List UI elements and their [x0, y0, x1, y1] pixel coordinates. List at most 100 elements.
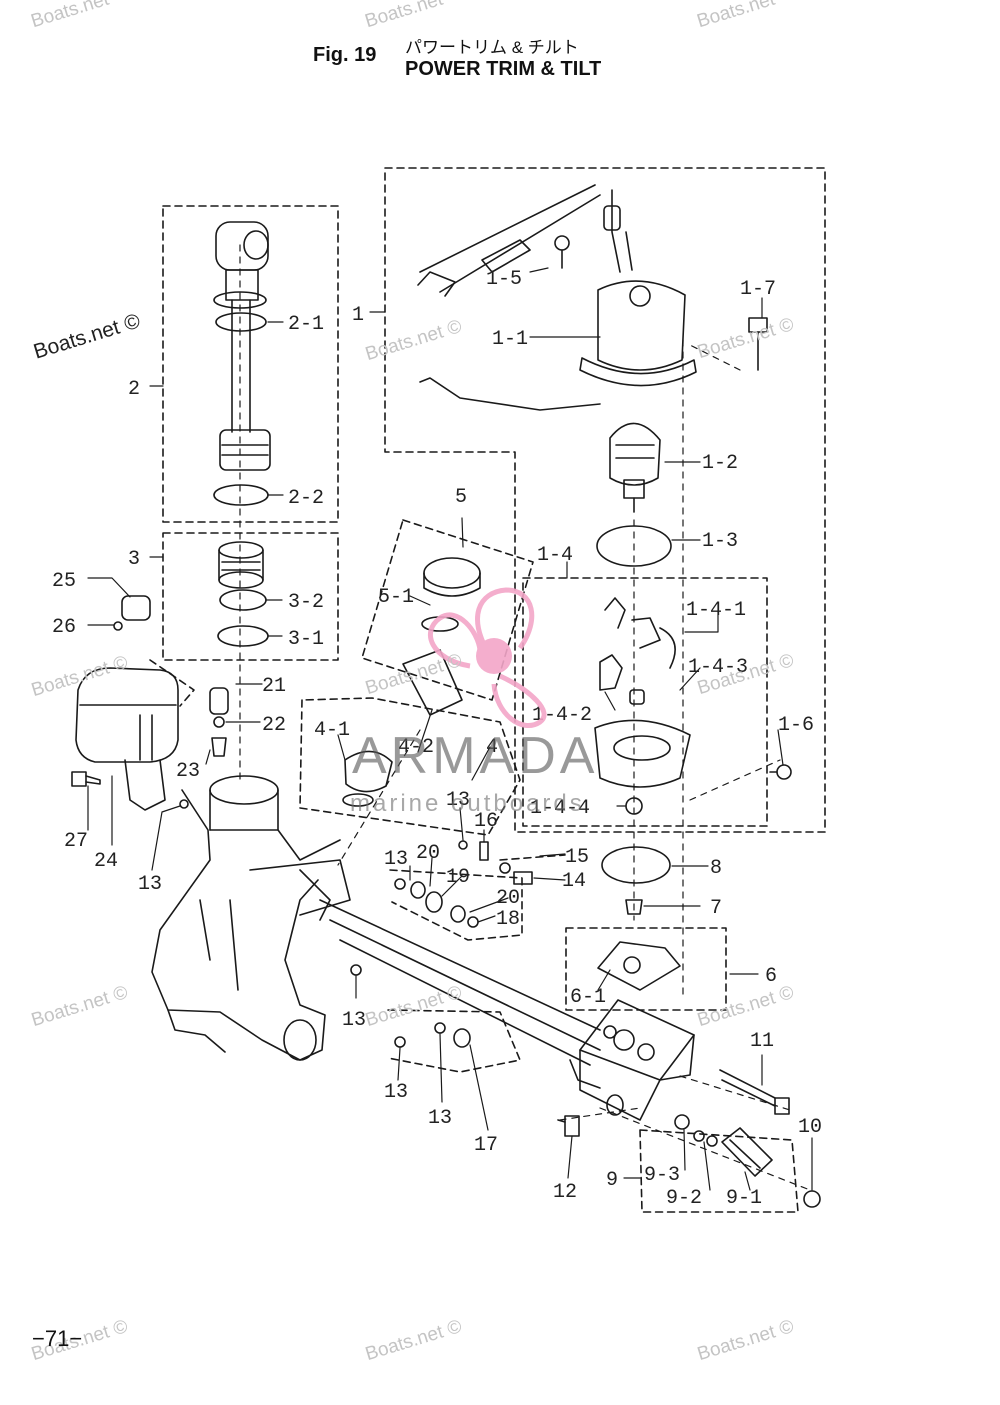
callout-16: 16 — [474, 810, 498, 833]
callout-1-5: 1-5 — [486, 268, 522, 291]
callout-13-b: 13 — [446, 789, 470, 812]
callout-15: 15 — [565, 846, 589, 869]
part-o-ring-3-1 — [217, 625, 269, 647]
part-ring-9-2b — [706, 1135, 718, 1147]
callout-13-c: 13 — [384, 848, 408, 871]
callout-18: 18 — [496, 908, 520, 931]
callout-6: 6 — [765, 965, 777, 988]
group-box-5 — [361, 519, 534, 701]
callout-19: 19 — [446, 866, 470, 889]
callout-2: 2 — [128, 378, 140, 401]
callout-4-1: 4-1 — [314, 719, 350, 742]
group-box-14-15 — [499, 854, 566, 861]
callout-1-4-1: 1-4-1 — [686, 599, 746, 622]
callout-1-7: 1-7 — [740, 278, 776, 301]
callout-23: 23 — [176, 760, 200, 783]
callout-21: 21 — [262, 675, 286, 698]
part-screw-23 — [211, 737, 227, 757]
callout-1-4: 1-4 — [537, 544, 573, 567]
part-gear-pump — [597, 941, 681, 991]
callout-20-b: 20 — [496, 887, 520, 910]
part-motor — [417, 184, 697, 411]
part-bushing-25 — [121, 595, 151, 621]
callout-9: 9 — [606, 1169, 618, 1192]
callout-14: 14 — [562, 870, 586, 893]
callout-1-4-4: 1-4-4 — [530, 797, 590, 820]
callout-10: 10 — [798, 1116, 822, 1139]
group-box-1-4 — [522, 577, 768, 827]
callout-13-a: 13 — [138, 873, 162, 896]
callout-1-4-3: 1-4-3 — [688, 656, 748, 679]
callout-9-2: 9-2 — [666, 1187, 702, 1210]
group-box-13-20 — [389, 869, 523, 941]
callout-4-2: 4-2 — [398, 736, 434, 759]
figure-title-japanese: パワートリム & チルト — [405, 38, 579, 57]
part-o-ring-2-2 — [213, 484, 269, 506]
alignment-lines — [239, 244, 811, 1191]
group-box-21-23 — [149, 659, 195, 707]
callout-13-f: 13 — [428, 1107, 452, 1130]
callout-24: 24 — [94, 850, 118, 873]
part-armature — [609, 422, 661, 513]
part-ring-9-2 — [693, 1130, 705, 1142]
part-bolt-27 — [71, 771, 101, 787]
callout-20-a: 20 — [416, 842, 440, 865]
group-box-13-17 — [387, 1009, 521, 1073]
callout-1-4-2: 1-4-2 — [532, 704, 592, 727]
part-valve-7 — [625, 899, 643, 915]
callout-5: 5 — [455, 486, 467, 509]
callout-3: 3 — [128, 548, 140, 571]
part-cylinder-housing — [151, 775, 601, 1066]
group-box-1 — [384, 167, 826, 833]
callout-9-3: 9-3 — [644, 1164, 680, 1187]
callout-3-1: 3-1 — [288, 628, 324, 651]
part-screw-1-5 — [554, 235, 570, 269]
group-box-9 — [639, 1129, 799, 1213]
callout-8: 8 — [710, 857, 722, 880]
figure-number: Fig. 19 — [313, 44, 377, 66]
callout-2-2: 2-2 — [288, 487, 324, 510]
part-reservoir-cap — [421, 557, 481, 632]
group-boxes — [149, 167, 826, 1213]
callout-2-1: 2-1 — [288, 313, 324, 336]
part-manifold-block — [569, 999, 695, 1121]
group-box-3 — [162, 532, 339, 661]
part-bolt-11 — [719, 1069, 790, 1115]
armada-logo-icon — [427, 587, 547, 729]
page-number: −71− — [32, 1326, 83, 1351]
part-o-ring-3-2 — [219, 589, 267, 611]
part-bolt-1-7 — [748, 317, 768, 371]
part-o-ring-8 — [601, 846, 671, 884]
part-o-ring-1-3 — [596, 525, 672, 567]
callout-26: 26 — [52, 616, 76, 639]
part-brush-holder — [594, 597, 691, 788]
callout-12: 12 — [553, 1181, 577, 1204]
armada-logo-tagline: marine outboards — [350, 790, 585, 817]
part-anode-24 — [75, 667, 179, 811]
callout-13-d: 13 — [342, 1009, 366, 1032]
part-ring-26 — [113, 621, 123, 631]
part-valve-4 — [342, 649, 463, 807]
callout-9-1: 9-1 — [726, 1187, 762, 1210]
part-valve-21 — [209, 687, 229, 715]
callout-13-e: 13 — [384, 1081, 408, 1104]
callout-1-6: 1-6 — [778, 714, 814, 737]
part-cylinder-cap — [218, 541, 264, 589]
callout-1-1: 1-1 — [492, 328, 528, 351]
group-box-4 — [299, 697, 521, 836]
callout-labels: 1 1-1 1-2 1-3 1-4 1-4-1 1-4-2 1-4-3 1-4-… — [52, 268, 822, 1210]
part-ring-22 — [213, 716, 225, 728]
callout-22: 22 — [262, 714, 286, 737]
callout-1-3: 1-3 — [702, 530, 738, 553]
callout-5-1: 5-1 — [378, 586, 414, 609]
part-o-ring-2-1 — [215, 312, 267, 332]
leader-lines — [87, 267, 813, 1191]
callout-27: 27 — [64, 830, 88, 853]
callout-7: 7 — [710, 897, 722, 920]
callout-4: 4 — [486, 736, 498, 759]
armada-logo-name: ARMADA — [352, 727, 599, 785]
figure-title: POWER TRIM & TILT — [405, 58, 602, 80]
part-screw-12 — [557, 1115, 580, 1137]
